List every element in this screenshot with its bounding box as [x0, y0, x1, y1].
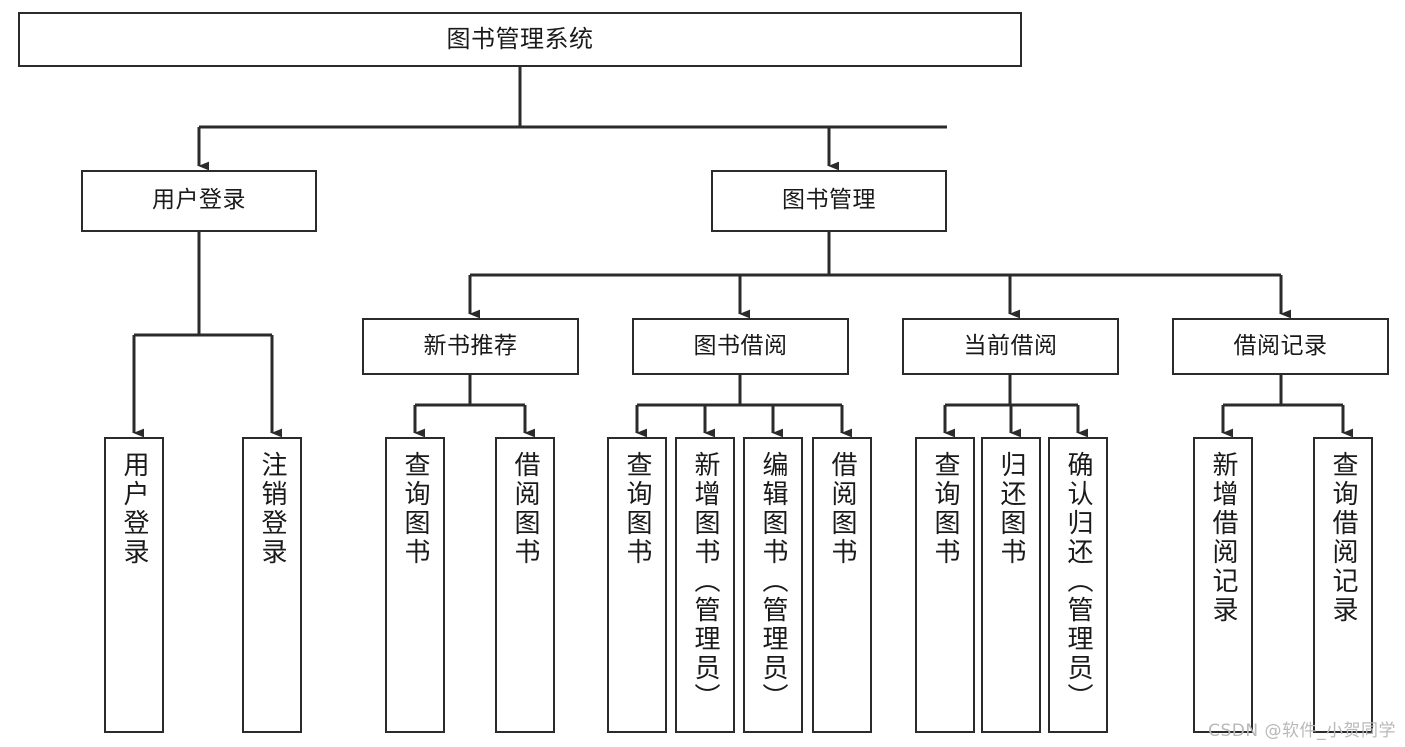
node-leaf-confirm-return-label: 确认归还（管理员） — [1063, 451, 1093, 712]
node-current-borrow[interactable]: 当前借阅 — [902, 318, 1119, 375]
node-leaf-query-book-2[interactable]: 查询图书 — [607, 437, 667, 733]
node-leaf-query-record-label: 查询借阅记录 — [1328, 451, 1358, 625]
node-leaf-query-book-2-label: 查询图书 — [622, 451, 652, 567]
node-leaf-borrow-book-1[interactable]: 借阅图书 — [495, 437, 555, 733]
node-leaf-borrow-book-2-label: 借阅图书 — [827, 451, 857, 567]
node-user-login-label: 用户登录 — [152, 187, 246, 214]
node-book-manage[interactable]: 图书管理 — [711, 170, 947, 232]
node-borrow-record-label: 借阅记录 — [1233, 332, 1328, 359]
node-current-borrow-label: 当前借阅 — [963, 332, 1058, 359]
node-leaf-confirm-return[interactable]: 确认归还（管理员） — [1048, 437, 1108, 733]
node-leaf-add-book-label: 新增图书（管理员） — [690, 451, 720, 712]
node-book-borrow-label: 图书借阅 — [693, 332, 788, 359]
node-leaf-edit-book-label: 编辑图书（管理员） — [758, 451, 788, 712]
node-leaf-return-book[interactable]: 归还图书 — [981, 437, 1041, 733]
node-leaf-return-book-label: 归还图书 — [996, 451, 1026, 567]
node-book-borrow[interactable]: 图书借阅 — [632, 318, 849, 375]
node-leaf-user-login[interactable]: 用户登录 — [104, 437, 164, 733]
node-leaf-query-book-1[interactable]: 查询图书 — [385, 437, 445, 733]
node-leaf-query-book-3-label: 查询图书 — [930, 451, 960, 567]
node-root[interactable]: 图书管理系统 — [18, 12, 1022, 67]
node-leaf-add-book[interactable]: 新增图书（管理员） — [675, 437, 735, 733]
node-leaf-borrow-book-2[interactable]: 借阅图书 — [812, 437, 872, 733]
node-leaf-user-logout-label: 注销登录 — [257, 451, 287, 567]
node-leaf-add-record-label: 新增借阅记录 — [1208, 451, 1238, 625]
node-new-book-rec-label: 新书推荐 — [423, 332, 518, 359]
node-leaf-query-book-3[interactable]: 查询图书 — [915, 437, 975, 733]
node-book-manage-label: 图书管理 — [782, 187, 876, 214]
node-leaf-user-login-label: 用户登录 — [119, 451, 149, 567]
node-new-book-rec[interactable]: 新书推荐 — [362, 318, 579, 375]
node-borrow-record[interactable]: 借阅记录 — [1172, 318, 1389, 375]
node-leaf-edit-book[interactable]: 编辑图书（管理员） — [743, 437, 803, 733]
node-leaf-add-record[interactable]: 新增借阅记录 — [1193, 437, 1253, 733]
node-leaf-query-book-1-label: 查询图书 — [400, 451, 430, 567]
node-leaf-query-record[interactable]: 查询借阅记录 — [1313, 437, 1373, 733]
node-user-login[interactable]: 用户登录 — [81, 170, 317, 232]
node-leaf-user-logout[interactable]: 注销登录 — [242, 437, 302, 733]
node-root-label: 图书管理系统 — [446, 25, 594, 54]
node-leaf-borrow-book-1-label: 借阅图书 — [510, 451, 540, 567]
